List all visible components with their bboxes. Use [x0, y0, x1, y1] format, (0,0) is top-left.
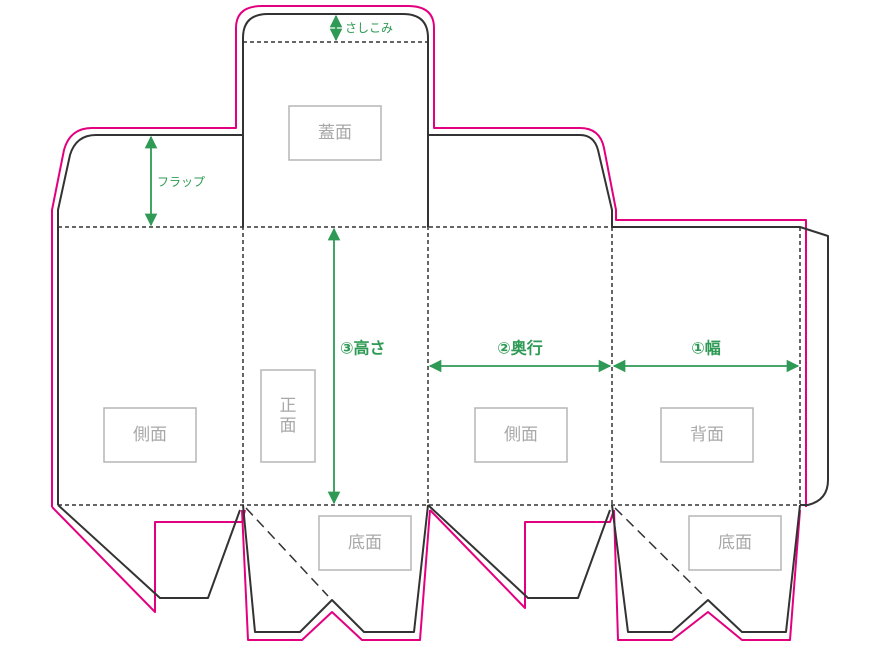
side-left-panel-box [103, 407, 197, 463]
front-panel-label-top: 正 [280, 396, 297, 416]
panel-labels: 蓋面 側面 正 面 側面 背面 底面 底面 [103, 105, 782, 571]
side-left-panel-label: 側面 [133, 425, 167, 445]
lid-panel-box [288, 105, 382, 161]
back-panel-box [660, 407, 754, 463]
bleed-bottom-flap-2 [429, 509, 615, 609]
cut-lines [57, 13, 829, 633]
side-right-panel-label: 側面 [504, 425, 538, 445]
bottom-1-panel-box [318, 515, 412, 571]
front-panel-box [260, 369, 316, 463]
height-label: ③高さ [340, 339, 386, 358]
bleed-bottom-tuck-2 [613, 509, 801, 641]
cut-bottom-flap-2 [427, 504, 611, 599]
flap-label: フラップ [157, 175, 205, 189]
side-right-panel-box [474, 407, 568, 463]
bleed-bottom-flap-1 [51, 506, 246, 613]
cut-bottom-tuck-1 [242, 504, 429, 633]
cut-left-flap [57, 134, 244, 505]
tuck-in-label: さしこみ [345, 21, 393, 35]
front-panel-label-bottom: 面 [280, 416, 297, 436]
cut-bottom-flap-1 [57, 504, 241, 599]
fold-tuck-diag-1 [245, 507, 329, 597]
width-label: ①幅 [691, 339, 721, 358]
depth-label: ②奥行 [497, 339, 543, 358]
cut-glue-flap [612, 226, 829, 506]
fold-tuck-diag-2 [614, 507, 705, 597]
dimension-annotations: さしこみ フラップ ③高さ ②奥行 ①幅 [144, 14, 800, 505]
bleed-outline [51, 5, 807, 507]
bottom-1-panel-label: 底面 [348, 533, 382, 553]
fold-lines [58, 41, 801, 597]
bottom-2-panel-box [688, 515, 782, 571]
cut-right-flap [428, 134, 613, 227]
cut-bottom-tuck-2 [611, 504, 801, 633]
cut-lid [242, 13, 429, 227]
bleed-lines [51, 5, 807, 641]
back-panel-label: 背面 [690, 425, 724, 445]
lid-panel-label: 蓋面 [318, 123, 352, 143]
bleed-bottom-tuck-1 [241, 509, 431, 641]
bottom-2-panel-label: 底面 [718, 533, 752, 553]
